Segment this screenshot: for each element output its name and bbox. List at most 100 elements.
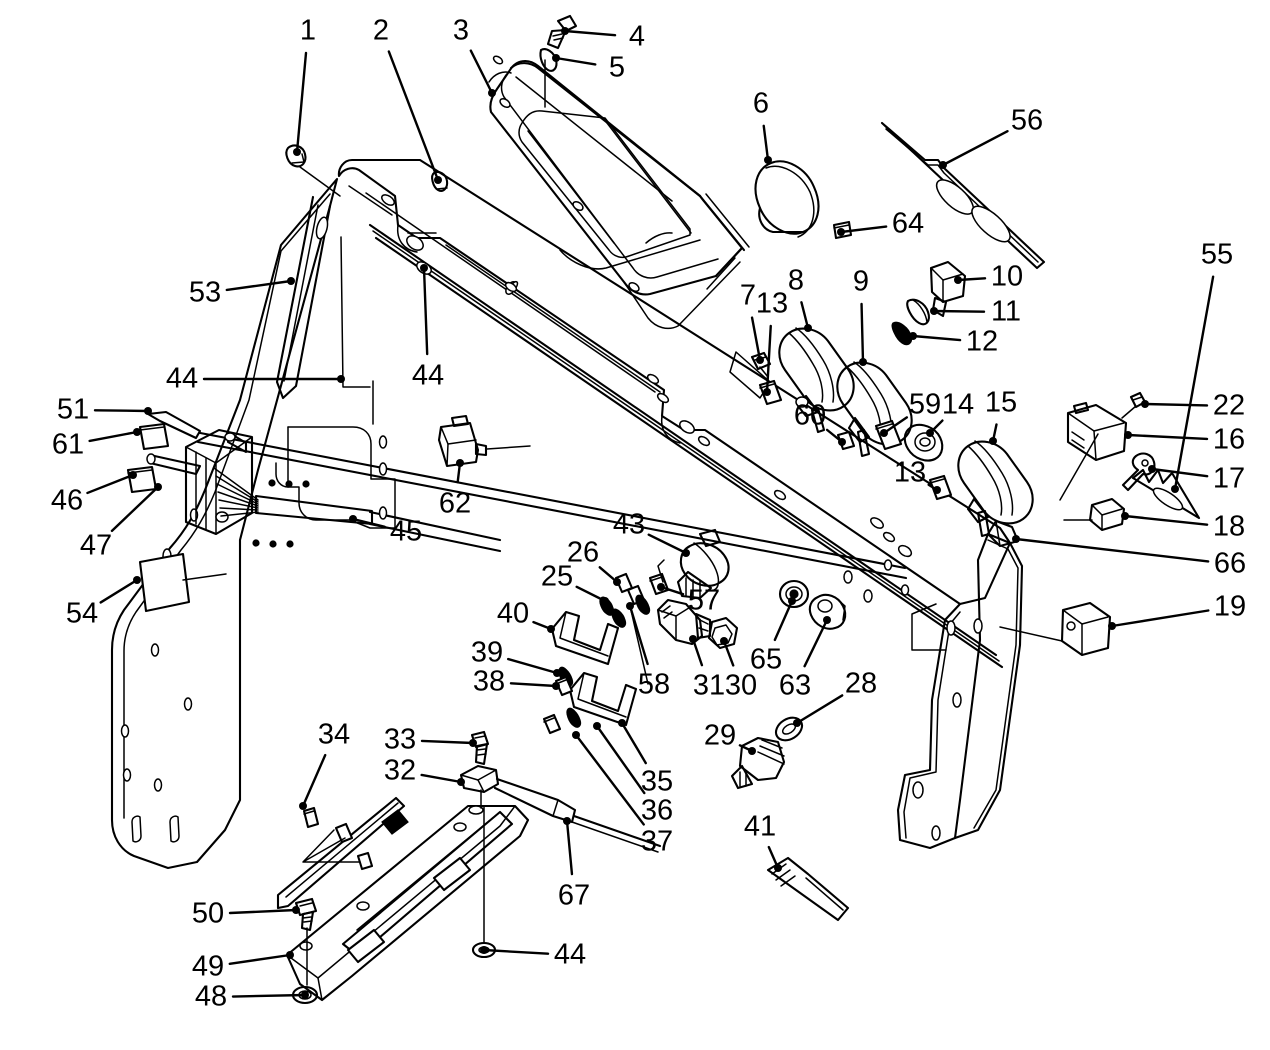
callout-16: 16: [1212, 423, 1246, 456]
leader-line-9: [860, 302, 865, 364]
leader-anchor-34: [299, 802, 307, 810]
leader-anchor-65: [788, 597, 796, 605]
leader-line-58: [628, 604, 649, 666]
part-cap-18: [1063, 497, 1126, 532]
callout-32: 32: [383, 754, 417, 787]
part-fasteners-top: [539, 14, 853, 240]
part-console-cover: [488, 55, 750, 330]
callout-49: 49: [191, 950, 225, 983]
leader-line-2: [387, 50, 440, 182]
leader-line-35: [620, 721, 647, 765]
leader-anchor-43: [682, 549, 690, 557]
leader-anchor-50: [292, 906, 300, 914]
callout-8: 8: [787, 264, 805, 297]
leader-anchor-51: [144, 407, 152, 415]
callout-67: 67: [557, 879, 591, 912]
part-bushing-2: [431, 170, 449, 192]
callout-1: 1: [299, 14, 317, 47]
leader-anchor-55: [1171, 485, 1179, 493]
callout-57: 57: [687, 584, 721, 617]
leader-anchor-13b: [933, 486, 941, 494]
leader-line-44b: [422, 266, 429, 356]
callout-9: 9: [852, 265, 870, 298]
leader-anchor-26: [613, 578, 621, 586]
leader-line-33: [420, 739, 475, 745]
part-12: [891, 321, 913, 346]
callout-53: 53: [188, 276, 222, 309]
leader-anchor-47: [154, 483, 162, 491]
leader-line-46: [86, 473, 135, 495]
leader-line-32: [420, 773, 463, 784]
callout-14: 14: [941, 388, 975, 421]
leader-anchor-5: [552, 54, 560, 62]
leader-line-18: [1123, 514, 1209, 526]
callout-2: 2: [372, 14, 390, 47]
callout-37: 37: [640, 825, 674, 858]
leader-anchor-8: [804, 324, 812, 332]
leader-line-53: [225, 279, 293, 292]
leader-line-8: [800, 301, 810, 330]
part-bracket-40: [550, 610, 620, 666]
callout-58: 58: [637, 668, 671, 701]
callout-55: 55: [1200, 238, 1234, 271]
part-36-37: [542, 707, 582, 735]
leader-line-43: [647, 533, 688, 555]
leader-line-44c: [482, 948, 550, 955]
part-left-side-panel: [110, 177, 339, 870]
leader-anchor-57: [657, 583, 665, 591]
callout-60: 60: [793, 399, 827, 432]
callout-43: 43: [612, 508, 646, 541]
leader-anchor-11: [930, 307, 938, 315]
leader-anchor-66: [1012, 535, 1020, 543]
leader-anchor-64: [837, 228, 845, 236]
part-switch-62: [437, 414, 531, 468]
callout-54: 54: [65, 597, 99, 630]
part-harness-connector: [126, 410, 502, 553]
part-gauge-9: [836, 361, 913, 458]
leader-line-47: [110, 485, 160, 533]
leader-anchor-54: [133, 576, 141, 584]
leader-line-38: [509, 682, 558, 688]
callout-62: 62: [438, 487, 472, 520]
callout-6: 6: [752, 87, 770, 120]
callout-29: 29: [703, 719, 737, 752]
leader-line-30: [722, 639, 735, 667]
part-39-38: [554, 666, 574, 697]
part-59: [874, 419, 903, 451]
leader-anchor-7: [756, 356, 764, 364]
leader-line-28: [795, 694, 844, 725]
leader-line-63: [803, 618, 829, 668]
leader-anchor-39: [553, 669, 561, 677]
callout-64: 64: [891, 207, 925, 240]
callout-41: 41: [743, 810, 777, 843]
part-plug-29: [730, 736, 786, 790]
part-footplate-49: [276, 730, 662, 1005]
leader-anchor-30: [720, 637, 728, 645]
leader-anchor-60: [838, 438, 846, 446]
part-11: [906, 298, 930, 326]
leader-line-59: [882, 416, 909, 435]
callout-56: 56: [1010, 104, 1044, 137]
leader-anchor-19: [1108, 622, 1116, 630]
leader-anchor-29: [748, 747, 756, 755]
leader-line-34: [301, 753, 327, 808]
leader-anchor-3: [488, 89, 496, 97]
callout-38: 38: [472, 665, 506, 698]
leader-line-12: [911, 334, 962, 342]
callout-15: 15: [984, 386, 1018, 419]
callout-40: 40: [496, 597, 530, 630]
leader-anchor-28: [793, 719, 801, 727]
leader-anchor-14: [926, 429, 934, 437]
leader-anchor-22: [1141, 400, 1149, 408]
leader-anchor-58: [626, 602, 634, 610]
leader-line-4: [563, 29, 617, 37]
callout-45: 45: [389, 515, 423, 548]
leader-anchor-56: [939, 161, 947, 169]
callout-35: 35: [640, 765, 674, 798]
leader-line-48: [231, 993, 307, 998]
callout-7: 7: [739, 279, 757, 312]
callout-61: 61: [51, 428, 85, 461]
part-lens-6: [754, 160, 820, 238]
